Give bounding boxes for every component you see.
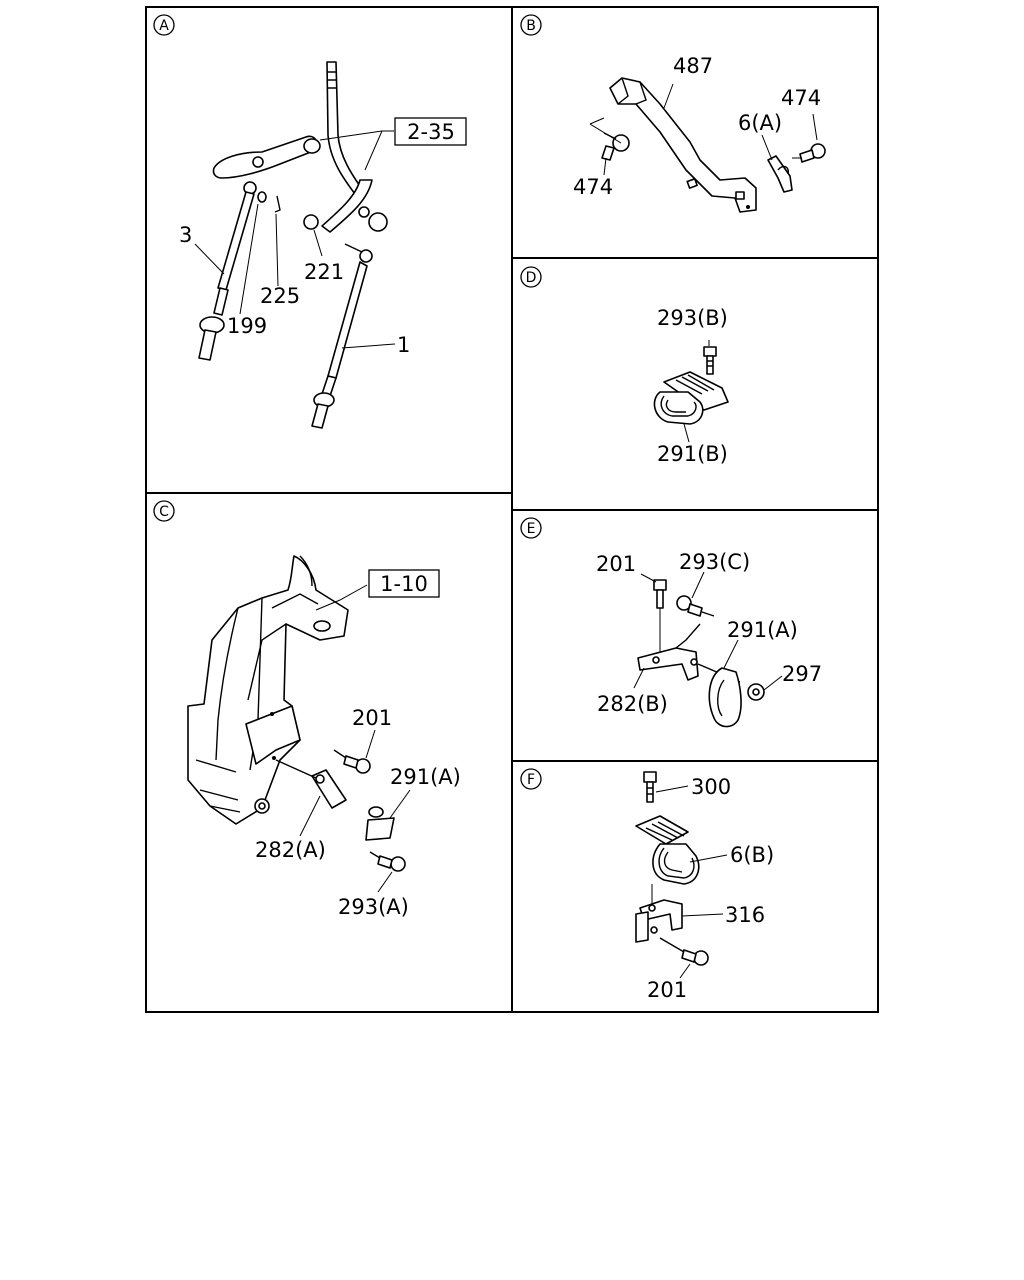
label-474-top: 474 [781,86,821,110]
leader-201-c [365,729,376,759]
leader-316 [681,913,724,917]
svg-text:D: D [526,270,537,286]
leader-282a [299,795,321,837]
panel-f-marker: F [520,768,542,790]
bolt-293a [369,851,406,872]
leader-474-left [603,157,607,176]
label-221: 221 [304,260,344,284]
leader-3 [194,243,225,275]
label-199: 199 [227,314,267,338]
svg-text:B: B [526,18,536,34]
label-2-35: 2-35 [407,120,455,144]
panel-c: C [153,500,461,919]
nut-297 [747,683,765,701]
label-474-bottom: 474 [573,175,613,199]
clamp-6b [635,815,700,904]
label-282a: 282(A) [255,838,326,862]
label-1: 1 [397,333,410,357]
leader-1 [341,343,396,349]
clamp-291a-e [708,667,742,728]
label-3: 3 [179,223,192,247]
label-291b: 291(B) [657,442,728,466]
label-300: 300 [691,775,731,799]
label-201-c: 201 [352,706,392,730]
label-225: 225 [260,284,300,308]
panel-b: B 487 474 6(A) 474 [520,14,826,213]
shift-lever [321,61,388,233]
leader-291a-c [389,789,411,819]
panel-d: D 293(B) 291(B) [520,266,729,466]
leader-474-right [812,113,818,141]
leader-6a [761,134,773,161]
panel-f: F 300 6(B [520,768,774,1002]
label-297: 297 [782,662,822,686]
panel-a: A [153,14,467,429]
leader-2-35 [319,130,394,171]
leader-201-e [640,573,657,583]
label-6b: 6(B) [730,843,774,867]
small-washer-parts [257,191,281,213]
label-293c: 293(C) [679,550,750,574]
bolt-201-f [659,937,709,966]
cable-3 [198,181,257,361]
label-282b: 282(B) [597,692,668,716]
panel-b-marker: B [520,14,542,36]
bolt-201-c [333,749,371,774]
leader-1-10 [315,584,368,611]
leader-291b [683,423,690,443]
clip-282a [275,759,347,809]
label-487: 487 [673,54,713,78]
leader-225 [275,213,279,287]
clamp-291b [653,371,729,425]
label-291a-c: 291(A) [390,765,461,789]
bolt-474-right [792,143,826,163]
bracket-487 [609,77,757,213]
frame-member [187,555,349,825]
leader-291a-e [723,639,739,669]
bolt-474-left [601,132,630,161]
svg-text:E: E [527,521,536,537]
leader-199 [239,203,259,315]
leader-6b [689,854,728,863]
label-201-f: 201 [647,978,687,1002]
panel-d-marker: D [520,266,542,288]
panel-c-marker: C [153,500,175,522]
leader-201-f [679,963,691,979]
leader-221 [313,229,323,257]
clip-6a [767,155,793,193]
bolt-293b [703,346,717,375]
bolt-293c [676,595,715,617]
leader-487 [663,83,674,109]
panel-a-marker: A [153,14,175,36]
panel-e: E 20 [520,517,822,728]
cable-1 [303,214,373,429]
svg-text:C: C [159,504,169,520]
leader-293c [691,571,705,599]
clamp-291a-c [365,806,395,841]
leader-300 [655,785,689,793]
bracket-316 [635,899,683,943]
leader-474-split [589,117,622,144]
leader-297 [763,675,783,691]
svg-text:F: F [527,772,535,788]
label-6a: 6(A) [738,111,782,135]
svg-text:A: A [159,18,169,34]
leader-282b [633,667,645,689]
label-201-e: 201 [596,552,636,576]
bolt-201-e [653,579,667,654]
bolt-300 [643,771,657,803]
cross-lever [212,135,321,179]
ref-box-2-35 [394,117,467,146]
label-316: 316 [725,903,765,927]
label-291a-e: 291(A) [727,618,798,642]
ref-box-1-10 [368,569,440,598]
leader-293a [377,871,393,893]
label-293b: 293(B) [657,306,728,330]
label-1-10: 1-10 [380,572,428,596]
panel-e-marker: E [520,517,542,539]
label-293a: 293(A) [338,895,409,919]
